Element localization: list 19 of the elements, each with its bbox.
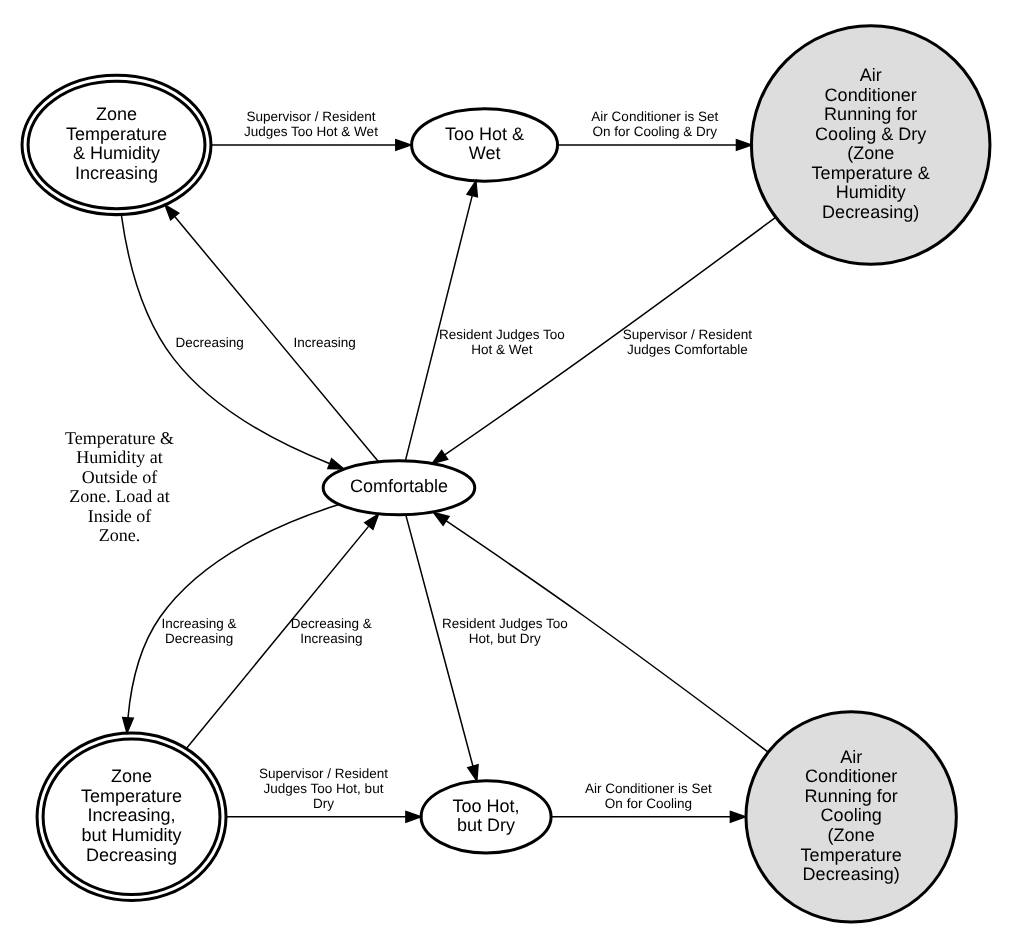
arrow <box>121 502 340 735</box>
arrow <box>550 809 748 823</box>
node-ellipse: Zone Temperature & Humidity Increasing <box>20 72 213 216</box>
label: Temperature & Humidity at Outside of Zone. Load at Inside of Zone. <box>64 426 175 545</box>
arrow <box>163 202 380 462</box>
arrow <box>431 510 769 752</box>
node-ellipse: Zone Temperature Increasing, but Humidity Decreasing <box>35 730 228 902</box>
arrow <box>225 809 424 823</box>
arrow <box>430 215 777 464</box>
arrow <box>557 137 754 151</box>
node-ellipse: Too Hot & Wet <box>410 106 560 182</box>
arrow <box>405 513 479 782</box>
arrow <box>404 177 479 461</box>
arrow <box>120 213 346 469</box>
arrow <box>210 137 414 151</box>
node-circle: Air Conditioner Running for Cooling & Dry (Zone Temperature & Humidity Decreasing) <box>749 23 992 265</box>
node-circle: Air Conditioner Running for Cooling (Zone Temperature Decreasing) <box>744 709 958 923</box>
arrow <box>185 511 380 748</box>
node-ellipse: Too Hot, but Dry <box>419 778 553 854</box>
